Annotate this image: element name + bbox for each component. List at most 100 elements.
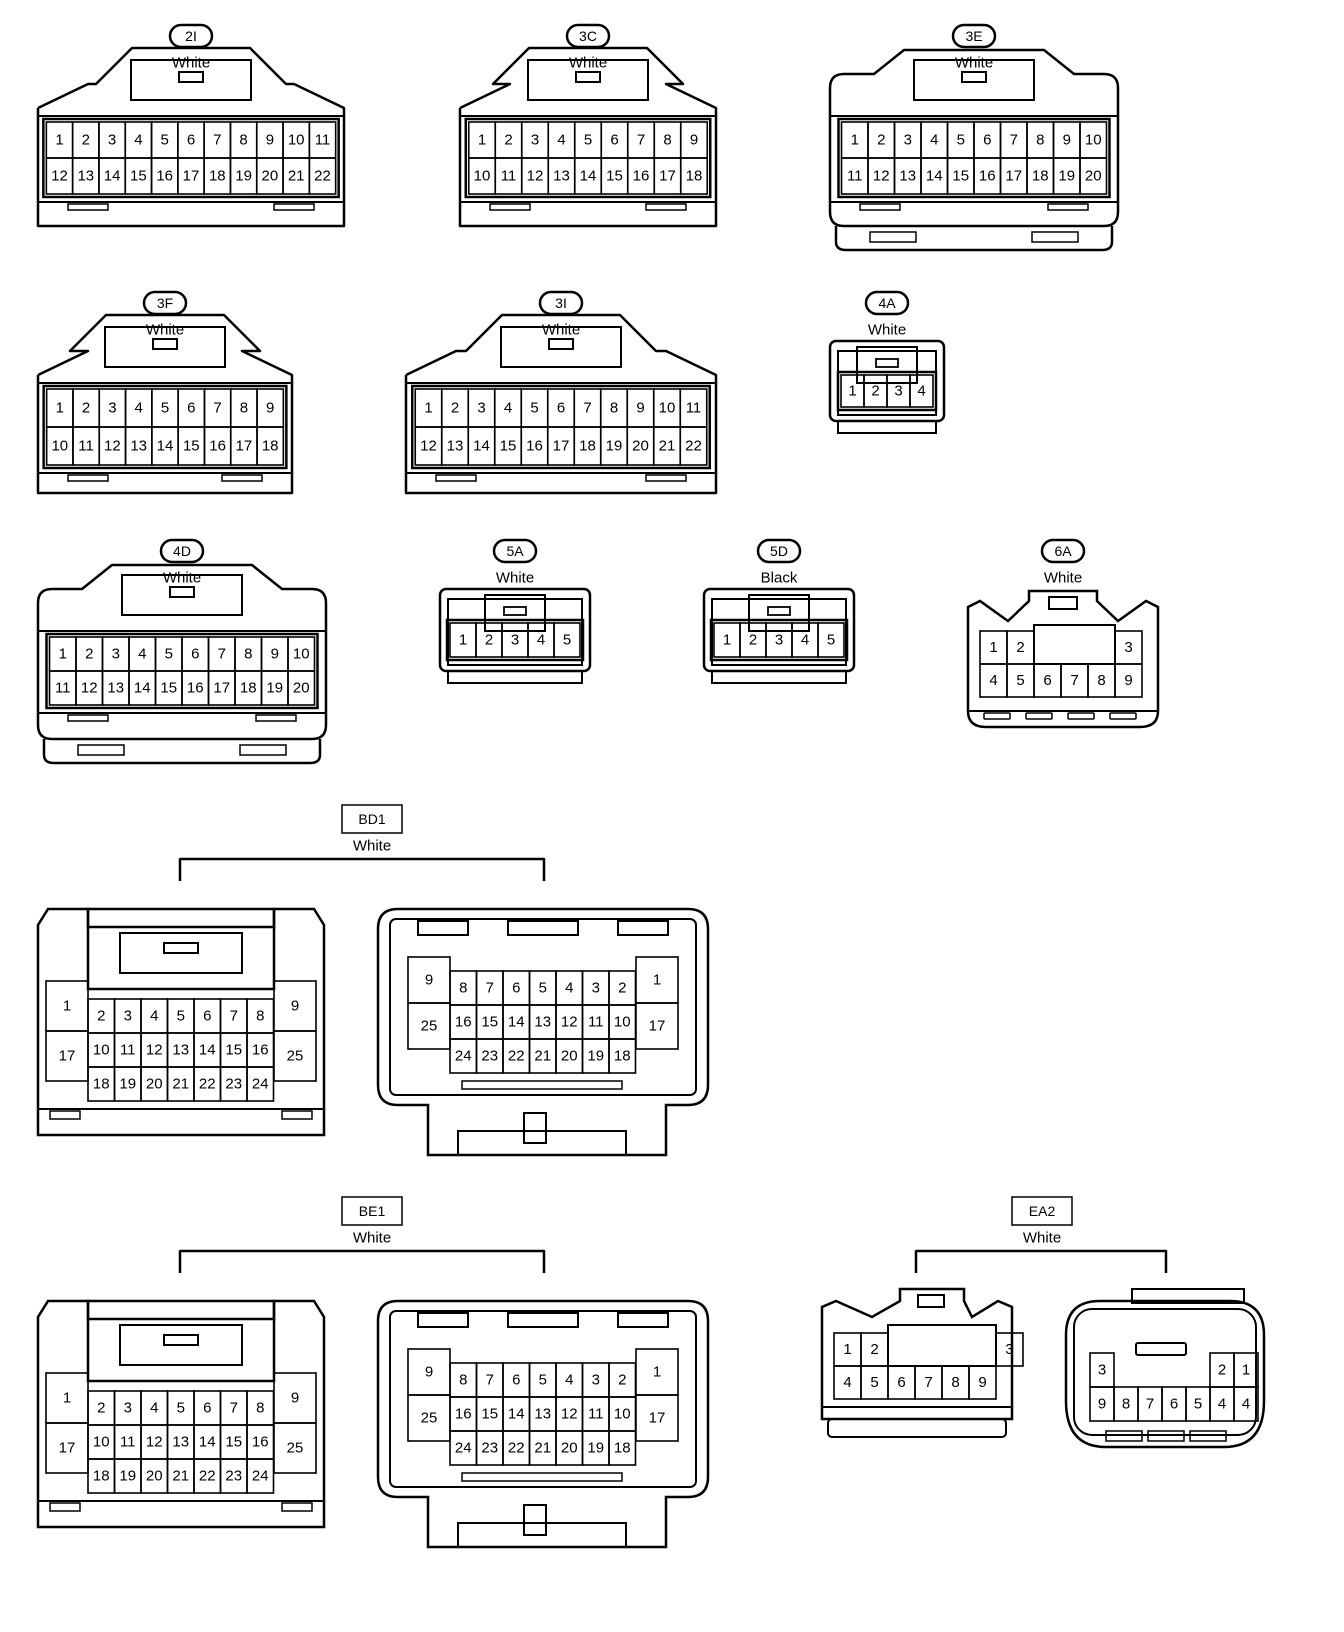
pin-cell: [968, 1365, 997, 1400]
pin-number: 1: [851, 132, 859, 149]
pin-number: 2: [451, 400, 459, 417]
rail-slot: [239, 744, 287, 756]
pin-number: 5: [957, 132, 965, 149]
pin-number: 18: [93, 1468, 110, 1485]
pin-number: 15: [225, 1042, 242, 1059]
pin-number: 8: [1122, 1396, 1130, 1413]
pin-number: 7: [583, 400, 591, 417]
pin-number: 19: [587, 1440, 604, 1457]
pin-number: 14: [508, 1014, 525, 1031]
key-slot: [1135, 1342, 1187, 1356]
connector-code: 3I: [555, 295, 567, 311]
connector-code: 5A: [506, 543, 524, 559]
pin-number: 20: [561, 1440, 578, 1457]
pin-number: 2: [618, 980, 626, 997]
pin-number: 9: [1124, 672, 1132, 689]
pin-field: [445, 618, 585, 662]
pin-number: 12: [420, 438, 437, 455]
key-slot: [617, 920, 669, 936]
lock-tab: [121, 574, 243, 616]
pin-number: 6: [512, 980, 520, 997]
pin-number: 18: [209, 168, 226, 185]
pin-number: 11: [847, 168, 863, 185]
pin-number: 11: [588, 1406, 604, 1423]
key-slot: [417, 920, 469, 936]
pin-number: 9: [1098, 1396, 1106, 1413]
pin-number: 7: [230, 1400, 238, 1417]
pin-number: 17: [553, 438, 570, 455]
pin-number: 24: [252, 1076, 269, 1093]
pin-number: 18: [614, 1048, 631, 1065]
lock-tab: [523, 1112, 547, 1144]
pin-number: 9: [690, 132, 698, 149]
pin-number: 21: [534, 1048, 551, 1065]
pair-bracket: [914, 1249, 1168, 1273]
pin-cell: [45, 1030, 89, 1082]
pin-number: 16: [455, 1406, 472, 1423]
pin-number: 8: [256, 1400, 264, 1417]
pin-number: 3: [592, 980, 600, 997]
connector-color: White: [163, 570, 201, 587]
pin-number: 9: [1063, 132, 1071, 149]
pin-number: 12: [146, 1042, 163, 1059]
pin-number: 12: [561, 1014, 578, 1031]
connector-code: 3F: [157, 295, 173, 311]
pin-number: 6: [203, 1008, 211, 1025]
pin-number: 9: [636, 400, 644, 417]
lock-tab: [163, 1334, 199, 1346]
rail-slot: [281, 1502, 313, 1512]
pin-number: 15: [481, 1014, 498, 1031]
pin-number: 1: [63, 1390, 71, 1407]
pin-number: 23: [225, 1468, 242, 1485]
pin-cell: [635, 1002, 679, 1050]
connector-code-badge: [756, 538, 802, 564]
pin-number: 16: [526, 438, 543, 455]
pin-number: 1: [723, 632, 731, 649]
connector-code: EA2: [1029, 1203, 1056, 1219]
pin-number: 1: [653, 1364, 661, 1381]
connector-code-badge: [951, 23, 997, 49]
pin-cell: [308, 157, 337, 195]
pin-number: 15: [500, 438, 517, 455]
connector-shell: [828, 48, 1120, 228]
pin-number: 3: [1098, 1362, 1106, 1379]
pin-number: 11: [315, 132, 331, 149]
connector-shell: [36, 313, 294, 495]
pin-number: 10: [614, 1014, 631, 1031]
pin-number: 2: [870, 1341, 878, 1358]
pin-cell: [246, 1458, 275, 1494]
pin-cell: [256, 426, 285, 466]
pin-number: 7: [213, 400, 221, 417]
lock-tab: [575, 71, 601, 83]
pin-number: 5: [584, 132, 592, 149]
pin-number: 9: [978, 1374, 986, 1391]
pin-number: 13: [107, 680, 124, 697]
pin-number: 24: [455, 1048, 472, 1065]
rail-slot: [1147, 1430, 1185, 1442]
pin-number: 2: [618, 1372, 626, 1389]
pin-number: 18: [1032, 168, 1049, 185]
pin-number: 4: [150, 1008, 158, 1025]
connector-inner: [389, 918, 697, 1096]
pin-number: 15: [183, 438, 200, 455]
pin-cell: [45, 1422, 89, 1474]
pin-number: 4: [565, 980, 573, 997]
lock-tab: [917, 1294, 945, 1308]
pin-number: 6: [191, 646, 199, 663]
pin-field: [42, 117, 340, 199]
rail-slot: [67, 474, 109, 482]
pin-number: 2: [85, 646, 93, 663]
pin-number: 7: [637, 132, 645, 149]
pin-number: 22: [314, 168, 331, 185]
rail-slot: [67, 203, 109, 211]
connector-foot: [837, 420, 937, 434]
pin-number: 3: [1005, 1341, 1013, 1358]
pin-number: 2: [871, 383, 879, 400]
pin-number: 12: [561, 1406, 578, 1423]
rail-slot: [281, 1110, 313, 1120]
connector-shell: [404, 313, 718, 495]
connector-color: White: [955, 55, 993, 72]
